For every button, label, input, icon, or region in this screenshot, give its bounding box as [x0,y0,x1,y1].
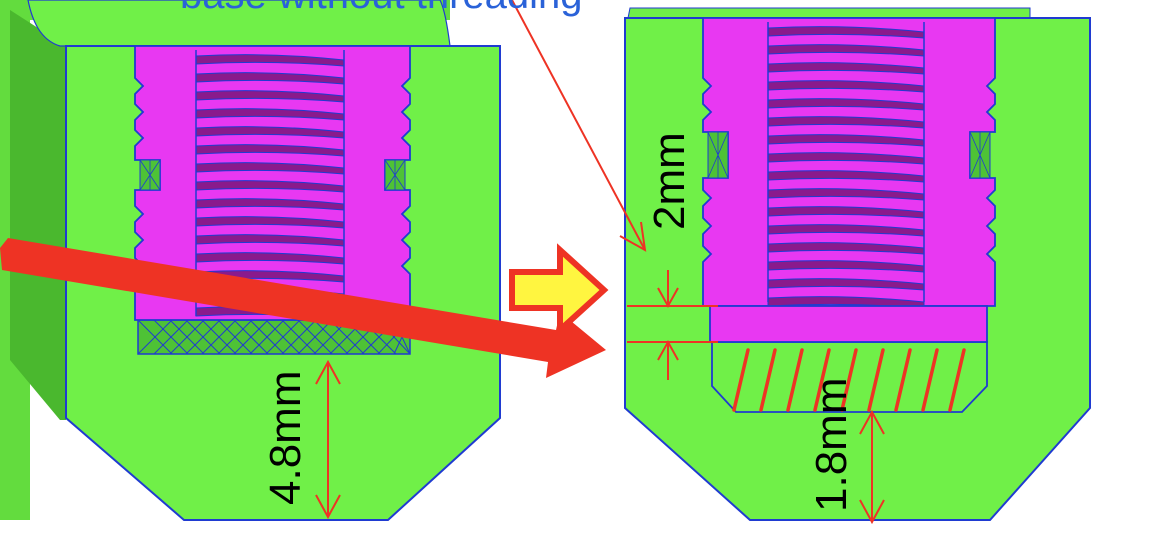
right-hatching [732,348,966,412]
hatch-line [840,348,858,412]
dimension-left-depth [315,359,341,520]
right-depth-label: 1.8mm [807,378,856,512]
dimension-right-gap [627,270,718,380]
right-thread [767,22,925,309]
left-side-shadow [10,10,66,420]
right-gap-label: 2mm [645,132,694,230]
hatch-line [921,348,939,412]
dimension-right-depth [859,409,885,525]
hatch-line [732,348,750,412]
hatch-line [894,348,912,412]
callout-pointer-thin [511,0,647,252]
left-depth-label: 4.8mm [261,371,310,505]
right-boss-section [624,7,1091,521]
hatch-line [759,348,777,412]
hatch-line [948,348,966,412]
hatch-line [867,348,885,412]
right-plain-base [709,305,988,343]
right-arrow-icon [509,243,609,337]
left-thread [195,50,345,319]
callout-title: base without threading [180,0,583,17]
left-boss-section [0,0,501,521]
left-knurl-pattern [137,319,411,355]
right-top-face [627,7,1031,19]
callout-pointer-thick [0,238,606,378]
hatch-line [813,348,831,412]
hatch-line [786,348,804,412]
